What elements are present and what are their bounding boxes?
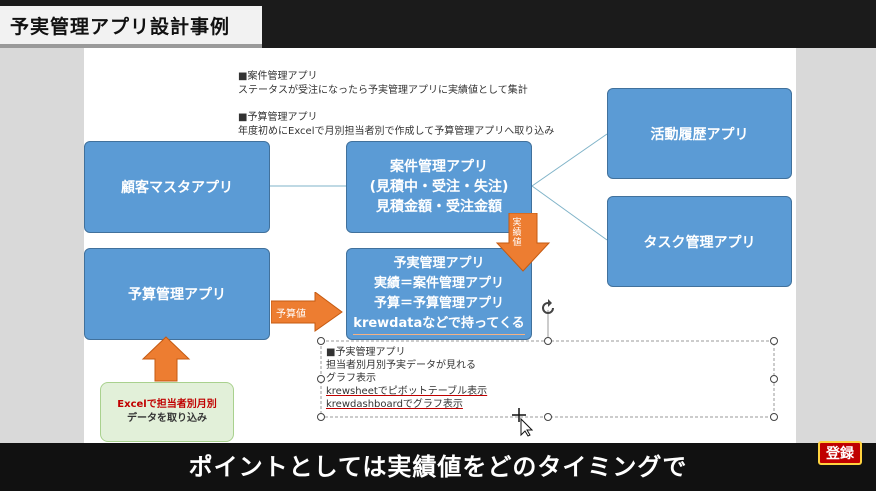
- note-anken-body: ステータスが受注になったら予実管理アプリに実績値として集計: [238, 85, 528, 96]
- box-anken-line1: 案件管理アプリ: [390, 159, 488, 175]
- textbox-line3: krewsheetでピボットテーブル表示: [326, 386, 488, 397]
- resize-handle-bl[interactable]: [317, 413, 325, 421]
- resize-handle-tr[interactable]: [770, 337, 778, 345]
- box-yojitsu-line3: 予算＝予算管理アプリ: [373, 295, 504, 311]
- subtitle-band: [0, 443, 876, 491]
- video-title: 予実管理アプリ設計事例: [10, 16, 231, 38]
- box-task-label: タスク管理アプリ: [643, 234, 756, 251]
- canvas-margin-left: [0, 48, 84, 443]
- box-yojitsu-line1: 予実管理アプリ: [393, 255, 485, 271]
- textbox-heading: ■予実管理アプリ: [326, 347, 406, 358]
- box-anken[interactable]: 案件管理アプリ (見積中・受注・失注) 見積金額・受注金額: [346, 141, 532, 233]
- box-activity[interactable]: 活動履歴アプリ: [607, 88, 792, 179]
- excel-import-line1: Excelで担当者別月別: [117, 399, 217, 410]
- box-customer-master[interactable]: 顧客マスタアプリ: [84, 141, 270, 233]
- resize-handle-ml[interactable]: [317, 375, 325, 383]
- canvas-margin-right: [796, 48, 876, 443]
- connector-anken-task: [531, 185, 608, 241]
- note-yosan-heading: ■予算管理アプリ: [238, 112, 318, 123]
- box-budget[interactable]: 予算管理アプリ: [84, 248, 270, 340]
- move-cursor-icon: [512, 408, 533, 437]
- resize-handle-tl[interactable]: [317, 337, 325, 345]
- box-anken-line3: 見積金額・受注金額: [376, 199, 502, 215]
- box-anken-line2: (見積中・受注・失注): [369, 179, 509, 195]
- resize-handle-tc[interactable]: [544, 337, 552, 345]
- arrow-budget-right: [271, 292, 343, 332]
- title-badge: [0, 6, 262, 44]
- note-yosan-body: 年度初めにExcelで月別担当者別で作成して予算管理アプリへ取り込み: [238, 126, 555, 137]
- arrow-actual-label: 実績値: [512, 218, 522, 248]
- title-accent: [0, 44, 262, 48]
- box-yojitsu-line4: krewdataなどで持ってくる: [353, 314, 525, 335]
- textbox-line2: グラフ表示: [326, 373, 376, 384]
- textbox-yojitsu[interactable]: ■予実管理アプリ 担当者別月別予実データが見れる グラフ表示 krewsheet…: [326, 346, 487, 411]
- connector-anken-activity: [531, 133, 608, 187]
- textbox-line1: 担当者別月別予実データが見れる: [326, 360, 476, 371]
- box-customer-master-label: 顧客マスタアプリ: [121, 180, 233, 196]
- resize-handle-bc[interactable]: [544, 413, 552, 421]
- box-yojitsu[interactable]: 予実管理アプリ 実績＝案件管理アプリ 予算＝予算管理アプリ krewdataなど…: [346, 248, 532, 340]
- note-anken-heading: ■案件管理アプリ: [238, 71, 318, 82]
- arrow-budget-label: 予算値: [276, 309, 306, 320]
- box-budget-label: 予算管理アプリ: [128, 287, 226, 303]
- resize-handle-br[interactable]: [770, 413, 778, 421]
- arrow-actual-down: [495, 213, 551, 272]
- textbox-line4: krewdashboardでグラフ表示: [326, 399, 463, 410]
- subscribe-badge[interactable]: 登録: [818, 441, 862, 465]
- box-yojitsu-line2: 実績＝案件管理アプリ: [373, 275, 504, 291]
- subtitle-caption: ポイントとしては実績値をどのタイミングで: [188, 453, 688, 481]
- arrow-excel-up: [141, 336, 191, 382]
- resize-handle-mr[interactable]: [770, 375, 778, 383]
- rotate-handle-icon[interactable]: [538, 298, 558, 318]
- box-activity-label: 活動履歴アプリ: [650, 126, 749, 143]
- excel-import-line2: データを取り込み: [127, 413, 207, 424]
- box-task[interactable]: タスク管理アプリ: [607, 196, 792, 287]
- excel-import-box[interactable]: Excelで担当者別月別 データを取り込み: [100, 382, 234, 442]
